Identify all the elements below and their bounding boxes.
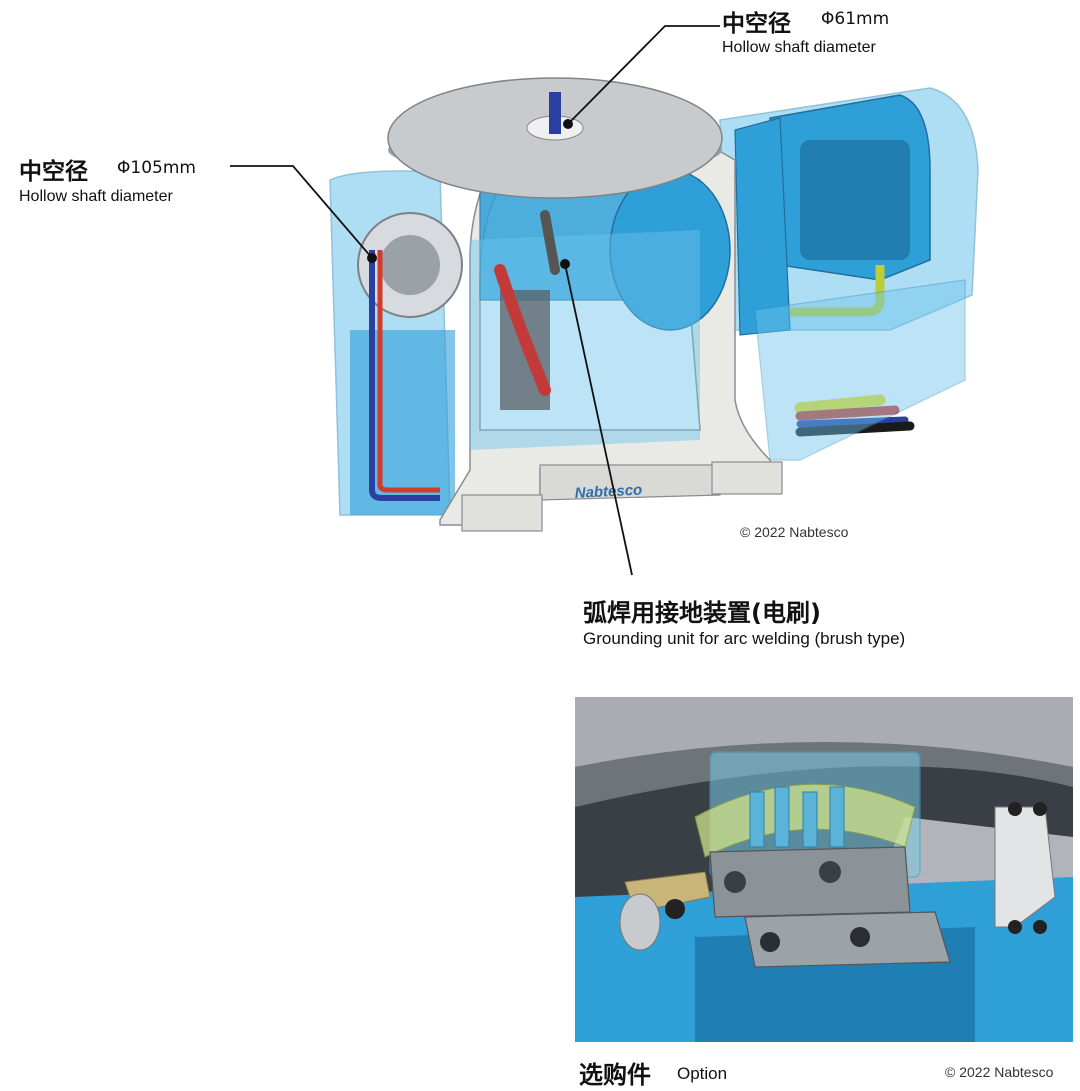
power-cables	[794, 394, 915, 437]
left-housing	[329, 170, 463, 516]
copyright-option: © 2022 Nabtesco	[945, 1064, 1054, 1080]
rotary-table	[387, 77, 723, 199]
callout-top-title: 中空径	[722, 11, 791, 37]
callout-left-dimension: Φ105mm	[117, 158, 196, 178]
leader-line-bottom	[564, 263, 633, 576]
callout-bottom-title: 弧焊用接地装置(电刷)	[583, 599, 821, 627]
rotary-actuator	[470, 169, 731, 450]
copyright-main: © 2022 Nabtesco	[740, 524, 849, 540]
option-title: 选购件	[579, 1061, 651, 1089]
option-detail-image	[575, 697, 1073, 1042]
leader-line-top	[567, 25, 720, 125]
callout-left-subtitle: Hollow shaft diameter	[19, 188, 173, 205]
callout-top-dimension: Φ61mm	[821, 9, 890, 29]
option-subtitle: Option	[677, 1064, 728, 1083]
callout-left-title: 中空径	[19, 159, 88, 185]
callout-bottom-subtitle: Grounding unit for arc welding (brush ty…	[583, 629, 906, 648]
brand-label: Nabtesco	[574, 481, 642, 502]
right-cover	[754, 279, 966, 461]
leader-line-left	[230, 165, 373, 259]
air-hose	[790, 265, 885, 317]
motor-housing	[719, 87, 979, 336]
callout-top-subtitle: Hollow shaft diameter	[722, 39, 876, 56]
